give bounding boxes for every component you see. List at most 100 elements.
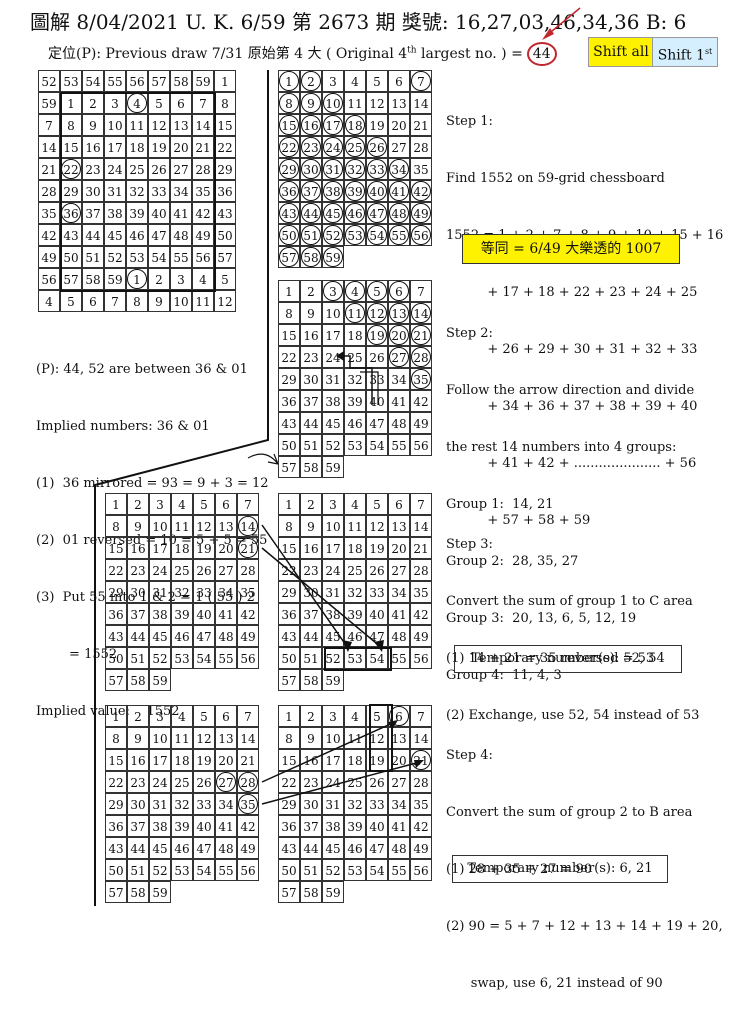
- board-cell-value: 38: [152, 608, 168, 622]
- board-cell: 10: [149, 727, 171, 749]
- board-cell: 16: [300, 324, 322, 346]
- board-cell-value: 31: [325, 798, 341, 812]
- board-cell-value: 12: [369, 307, 385, 321]
- board-cell-value: 28: [240, 776, 256, 790]
- grid-cell: 39: [126, 202, 148, 224]
- grid-cell-value: 39: [129, 207, 145, 221]
- board-cell-value: 5: [373, 285, 381, 299]
- board-cell-value: 47: [369, 417, 385, 431]
- grid-cell-value: 52: [107, 251, 123, 265]
- board-cell-value: 41: [391, 185, 407, 199]
- board-cell-value: 11: [174, 732, 190, 746]
- board-cell-value: 33: [196, 798, 212, 812]
- board-cell-value: 43: [108, 630, 124, 644]
- grid-cell: 17: [104, 136, 126, 158]
- board-cell-value: 13: [391, 732, 407, 746]
- board-cell-value: 12: [369, 520, 385, 534]
- grid-cell: 35: [192, 180, 214, 202]
- board-cell-value: 34: [391, 586, 407, 600]
- grid-cell-value: 30: [85, 185, 101, 199]
- board-cell-value: 56: [413, 864, 429, 878]
- grid-cell: 1: [214, 70, 236, 92]
- board-cell-value: 14: [240, 732, 256, 746]
- board-cell-value: 50: [108, 864, 124, 878]
- board-cell: 25: [344, 346, 366, 368]
- board-cell-value: 39: [347, 395, 363, 409]
- board-cell-value: 21: [240, 754, 256, 768]
- board-cell: 18: [171, 537, 193, 559]
- board-cell-value: 6: [395, 75, 403, 89]
- board-cell-value: 47: [196, 842, 212, 856]
- grid-cell-value: 15: [63, 141, 79, 155]
- board-cell-value: 50: [281, 652, 297, 666]
- grid-cell: 12: [148, 114, 170, 136]
- board-cell: 7: [237, 493, 259, 515]
- shift-all-button[interactable]: Shift all: [588, 37, 654, 67]
- subtitle-value: 44: [526, 42, 557, 66]
- board-cell: 30: [300, 793, 322, 815]
- board-cell-value: 24: [325, 564, 341, 578]
- board-cell: 33: [366, 158, 388, 180]
- board-cell: 56: [410, 434, 432, 456]
- board-cell-value: 23: [303, 776, 319, 790]
- board-cell-value: 53: [347, 229, 363, 243]
- board-cell: 11: [171, 515, 193, 537]
- board-cell: 53: [344, 859, 366, 881]
- board-cell: 36: [278, 603, 300, 625]
- shift-first-button[interactable]: Shift 1st: [652, 37, 718, 67]
- board-cell-value: 21: [413, 754, 429, 768]
- step-line: Step 3:: [446, 537, 493, 552]
- board-cell: 13: [388, 92, 410, 114]
- grid-cell-value: 52: [41, 75, 57, 89]
- board-cell: 32: [171, 793, 193, 815]
- board-cell: 26: [366, 136, 388, 158]
- board-cell-value: 9: [134, 732, 142, 746]
- board-cell-value: 33: [196, 586, 212, 600]
- board-cell: 31: [322, 158, 344, 180]
- board-cell-value: 56: [413, 439, 429, 453]
- board-cell: 41: [215, 815, 237, 837]
- board-cell-value: 16: [303, 754, 319, 768]
- board-cell: 3: [149, 705, 171, 727]
- board-cell-value: 47: [196, 630, 212, 644]
- grid-cell-value: 1: [133, 273, 141, 287]
- board-cell-value: 43: [281, 207, 297, 221]
- board-cell-value: 51: [303, 439, 319, 453]
- board-cell: 59: [322, 456, 344, 478]
- board-cell-value: 11: [347, 307, 363, 321]
- grid-cell: 34: [170, 180, 192, 202]
- board-cell-value: 44: [303, 630, 319, 644]
- board-cell: 30: [300, 368, 322, 390]
- board-cell-value: 1: [112, 498, 120, 512]
- grid-cell-value: 5: [221, 273, 229, 287]
- board-cell-value: 6: [222, 710, 230, 724]
- grid-cell: 41: [170, 202, 192, 224]
- grid-cell-value: 31: [107, 185, 123, 199]
- board-cell: 2: [300, 705, 322, 727]
- grid-cell: 23: [82, 158, 104, 180]
- board-cell: 40: [366, 390, 388, 412]
- shift-first-sup: st: [704, 47, 713, 56]
- grid-cell: 49: [192, 224, 214, 246]
- board-cell-value: 53: [174, 864, 190, 878]
- board-cell-value: 29: [108, 798, 124, 812]
- board-cell-value: 33: [369, 798, 385, 812]
- board-cell-value: 52: [325, 229, 341, 243]
- board-cell: 35: [237, 793, 259, 815]
- board-cell: 33: [366, 368, 388, 390]
- board-cell: 29: [105, 793, 127, 815]
- board-cell-value: 45: [152, 630, 168, 644]
- board-cell: 29: [278, 793, 300, 815]
- grid-cell: 10: [104, 114, 126, 136]
- board-cell: 8: [278, 92, 300, 114]
- board-cell-value: 58: [130, 674, 146, 688]
- board-cell: 56: [237, 647, 259, 669]
- grid-cell-value: 9: [89, 119, 97, 133]
- board-cell-value: 32: [347, 798, 363, 812]
- board-cell: 15: [278, 114, 300, 136]
- board-cell: 29: [278, 158, 300, 180]
- board-cell: 8: [278, 515, 300, 537]
- board-cell: 4: [171, 493, 193, 515]
- grid-cell: 58: [82, 268, 104, 290]
- board-cell: 54: [366, 647, 388, 669]
